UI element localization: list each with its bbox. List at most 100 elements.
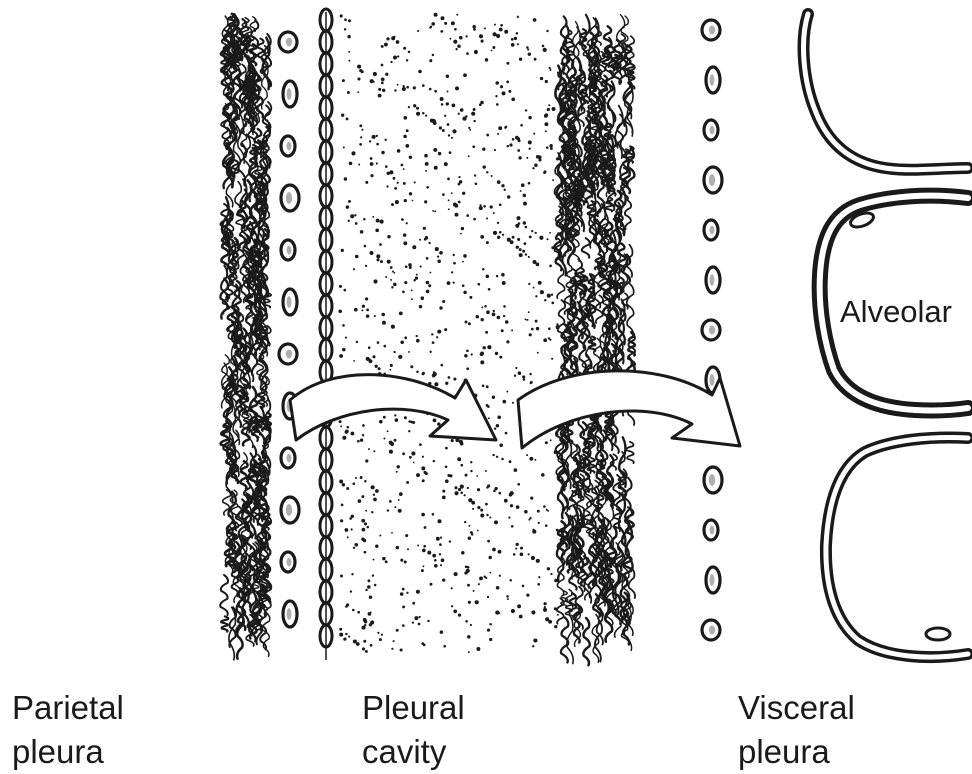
fluid-dot (529, 457, 533, 461)
fluid-dot (351, 573, 353, 575)
fluid-dot (395, 200, 399, 204)
fluid-dot (448, 376, 451, 379)
fluid-dot (421, 569, 424, 572)
fluid-dot (494, 24, 496, 26)
fluid-dot (533, 18, 537, 22)
fluid-dot (416, 590, 420, 594)
fluid-dot (347, 426, 350, 429)
fluid-dot (528, 182, 531, 185)
fluid-dot (537, 352, 539, 354)
fluid-dot (348, 51, 350, 53)
fluid-dot (343, 146, 345, 148)
fluid-dot (472, 145, 475, 148)
fluid-dot (545, 130, 547, 132)
fluid-dot (531, 610, 535, 614)
tissue-strand (626, 442, 634, 463)
fluid-dot (339, 420, 342, 423)
tissue-strand (557, 598, 564, 623)
fluid-dot (428, 242, 430, 244)
fluid-dot (492, 548, 496, 552)
fluid-dot (353, 268, 355, 270)
cell-core (710, 274, 715, 286)
fluid-dot (390, 364, 393, 367)
fluid-dot (495, 352, 498, 355)
fluid-dot (458, 176, 460, 178)
fluid-dot (479, 103, 482, 106)
alveolar-wall-top (804, 14, 968, 170)
fluid-dot (489, 516, 491, 518)
fluid-dot (481, 306, 483, 308)
fluid-dot (499, 231, 502, 234)
fluid-dot (517, 604, 521, 608)
fluid-dot (350, 214, 354, 218)
fluid-dot (387, 430, 389, 432)
fluid-dot (341, 114, 344, 117)
fluid-dot (341, 249, 344, 252)
fluid-dot (413, 104, 416, 107)
fluid-dot (365, 181, 368, 184)
fluid-dot (488, 556, 491, 559)
parietal-label-line1: Parietal (12, 686, 124, 730)
fluid-dot (442, 578, 445, 581)
fluid-dot (377, 632, 379, 634)
fluid-dot (544, 114, 548, 118)
cell-core (287, 454, 292, 463)
fluid-dot (439, 553, 441, 555)
fluid-dot (557, 614, 559, 616)
fluid-dot (348, 636, 350, 638)
cell-core (710, 226, 715, 235)
fluid-dot (344, 18, 347, 21)
fluid-dot (403, 168, 405, 170)
fluid-dot (471, 533, 473, 535)
fluid-dot (393, 351, 395, 353)
fluid-dot (368, 346, 371, 349)
fluid-dot (511, 43, 515, 47)
fluid-dot (362, 528, 366, 532)
fluid-dot (394, 506, 396, 508)
fluid-dot (425, 115, 427, 117)
fluid-dot (451, 137, 453, 139)
fluid-dot (434, 13, 438, 17)
cell-core (709, 174, 715, 186)
fluid-dot (466, 52, 469, 55)
fluid-dot (448, 134, 450, 136)
fluid-dot (358, 164, 360, 166)
fluid-dot (364, 480, 366, 482)
fluid-dot (345, 337, 347, 339)
cell-core (287, 88, 292, 100)
fluid-dot (494, 520, 498, 524)
fluid-dot (378, 94, 382, 98)
fluid-dot (468, 498, 472, 502)
fluid-dot (340, 14, 343, 17)
cell-core (709, 26, 715, 35)
fluid-dot (486, 310, 490, 314)
fluid-dot (339, 633, 343, 637)
fluid-dot (346, 117, 349, 120)
fluid-dot (525, 318, 527, 320)
fluid-dot (472, 25, 475, 28)
fluid-dot (497, 222, 499, 224)
fluid-dot (521, 183, 525, 187)
fluid-dot (505, 432, 508, 435)
fluid-dot (373, 279, 377, 283)
fluid-dot (546, 509, 548, 511)
fluid-dot (438, 519, 442, 523)
fluid-dot (464, 354, 468, 358)
fluid-dot (419, 305, 422, 308)
fluid-dot (549, 232, 551, 234)
fluid-dot (517, 149, 520, 152)
fluid-dot (497, 180, 501, 184)
fluid-dot (533, 260, 537, 264)
fluid-dot (531, 230, 533, 232)
fluid-dot (449, 540, 451, 542)
fluid-dot (534, 58, 537, 61)
visceral-pleura-label: Visceral pleura (738, 686, 855, 774)
fluid-dot (464, 521, 466, 523)
fluid-dot (408, 51, 411, 54)
fluid-dot (534, 164, 538, 168)
fluid-dot (402, 87, 406, 91)
fluid-dot (506, 62, 509, 65)
fluid-dot (379, 243, 382, 246)
tissue-strand (592, 615, 599, 663)
fluid-dot (402, 605, 405, 608)
